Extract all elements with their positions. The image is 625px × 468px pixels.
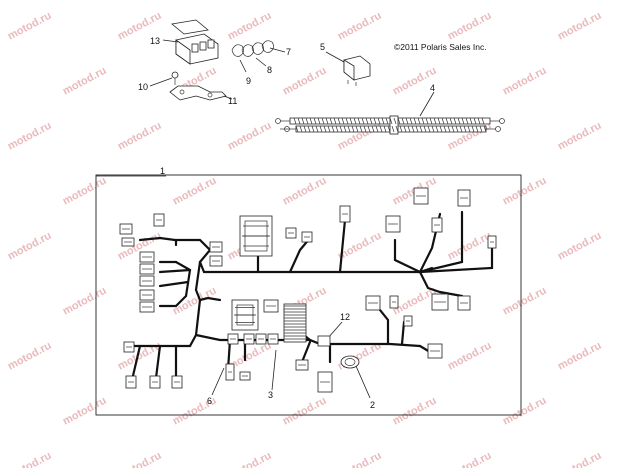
- callout-12: 12: [340, 312, 350, 322]
- watermark-text: motod.ru: [171, 175, 219, 208]
- watermark-text: motod.ru: [556, 10, 604, 43]
- leader-7: [269, 47, 286, 53]
- part-10-screw[interactable]: [171, 71, 179, 85]
- watermark-text: motod.ru: [501, 395, 549, 428]
- leader-11: [223, 95, 233, 100]
- watermark-text: motod.ru: [226, 450, 274, 468]
- watermark-text: motod.ru: [501, 65, 549, 98]
- watermark-text: motod.ru: [61, 65, 109, 98]
- watermark-text: motod.ru: [6, 450, 54, 468]
- callout-5: 5: [320, 42, 325, 52]
- watermark-text: motod.ru: [556, 230, 604, 263]
- watermark-text: motod.ru: [171, 285, 219, 318]
- part-2-round-connector[interactable]: [340, 355, 360, 369]
- watermark-text: motod.ru: [556, 120, 604, 153]
- watermark-text: motod.ru: [556, 450, 604, 468]
- callout-13: 13: [150, 36, 160, 46]
- watermark-text: motod.ru: [336, 120, 384, 153]
- watermark-text: motod.ru: [226, 10, 274, 43]
- watermark-text: motod.ru: [446, 10, 494, 43]
- part-11-bracket[interactable]: [169, 85, 227, 101]
- part-5-relay[interactable]: [343, 55, 371, 86]
- watermark-text: motod.ru: [391, 395, 439, 428]
- harness-connectors[interactable]: [119, 187, 497, 393]
- watermark-text: motod.ru: [6, 230, 54, 263]
- part-13-fuse-box[interactable]: [171, 19, 219, 65]
- callout-9: 9: [246, 76, 251, 86]
- watermark-text: motod.ru: [61, 285, 109, 318]
- callout-1: 1: [160, 166, 165, 176]
- watermark-text: motod.ru: [556, 340, 604, 373]
- leader-10: [149, 77, 173, 87]
- callout-10: 10: [138, 82, 148, 92]
- leader-9: [239, 59, 247, 73]
- leader-8: [255, 57, 267, 67]
- watermark-text: motod.ru: [281, 65, 329, 98]
- watermark-text: motod.ru: [6, 120, 54, 153]
- part-7-terminal-set[interactable]: [231, 40, 274, 57]
- leader-3: [271, 349, 277, 391]
- watermark-text: motod.ru: [226, 120, 274, 153]
- callout-2: 2: [370, 400, 375, 410]
- part-12-clip[interactable]: [317, 335, 331, 347]
- callout-8: 8: [267, 65, 272, 75]
- watermark-text: motod.ru: [6, 10, 54, 43]
- callout-3: 3: [268, 390, 273, 400]
- leader-6: [211, 367, 225, 396]
- watermark-text: motod.ru: [446, 230, 494, 263]
- part-1-main-harness[interactable]: [128, 210, 494, 382]
- watermark-text: motod.ru: [501, 175, 549, 208]
- watermark-text: motod.ru: [336, 10, 384, 43]
- leader-2: [355, 365, 371, 399]
- watermark-text: motod.ru: [116, 120, 164, 153]
- leader-4: [419, 91, 435, 117]
- leader-12: [327, 321, 343, 339]
- watermark-text: motod.ru: [61, 175, 109, 208]
- watermark-text: motod.ru: [281, 175, 329, 208]
- callout-4: 4: [430, 83, 435, 93]
- callout-11: 11: [228, 96, 237, 106]
- callout-6: 6: [207, 396, 212, 406]
- watermark-text: motod.ru: [446, 340, 494, 373]
- watermark-text: motod.ru: [446, 120, 494, 153]
- leader-13: [162, 39, 179, 43]
- watermark-text: motod.ru: [61, 395, 109, 428]
- part-4-cable[interactable]: [275, 115, 505, 135]
- watermark-text: motod.ru: [6, 340, 54, 373]
- watermark-text: motod.ru: [336, 450, 384, 468]
- watermark-text: motod.ru: [501, 285, 549, 318]
- watermark-text: motod.ru: [446, 450, 494, 468]
- watermark-text: motod.ru: [116, 450, 164, 468]
- copyright-text: ©2011 Polaris Sales Inc.: [394, 42, 487, 52]
- leader-5: [325, 51, 345, 63]
- callout-7: 7: [286, 47, 291, 57]
- watermark-text: motod.ru: [281, 395, 329, 428]
- part-3-boot[interactable]: [283, 303, 307, 343]
- harness-frame: [95, 174, 522, 416]
